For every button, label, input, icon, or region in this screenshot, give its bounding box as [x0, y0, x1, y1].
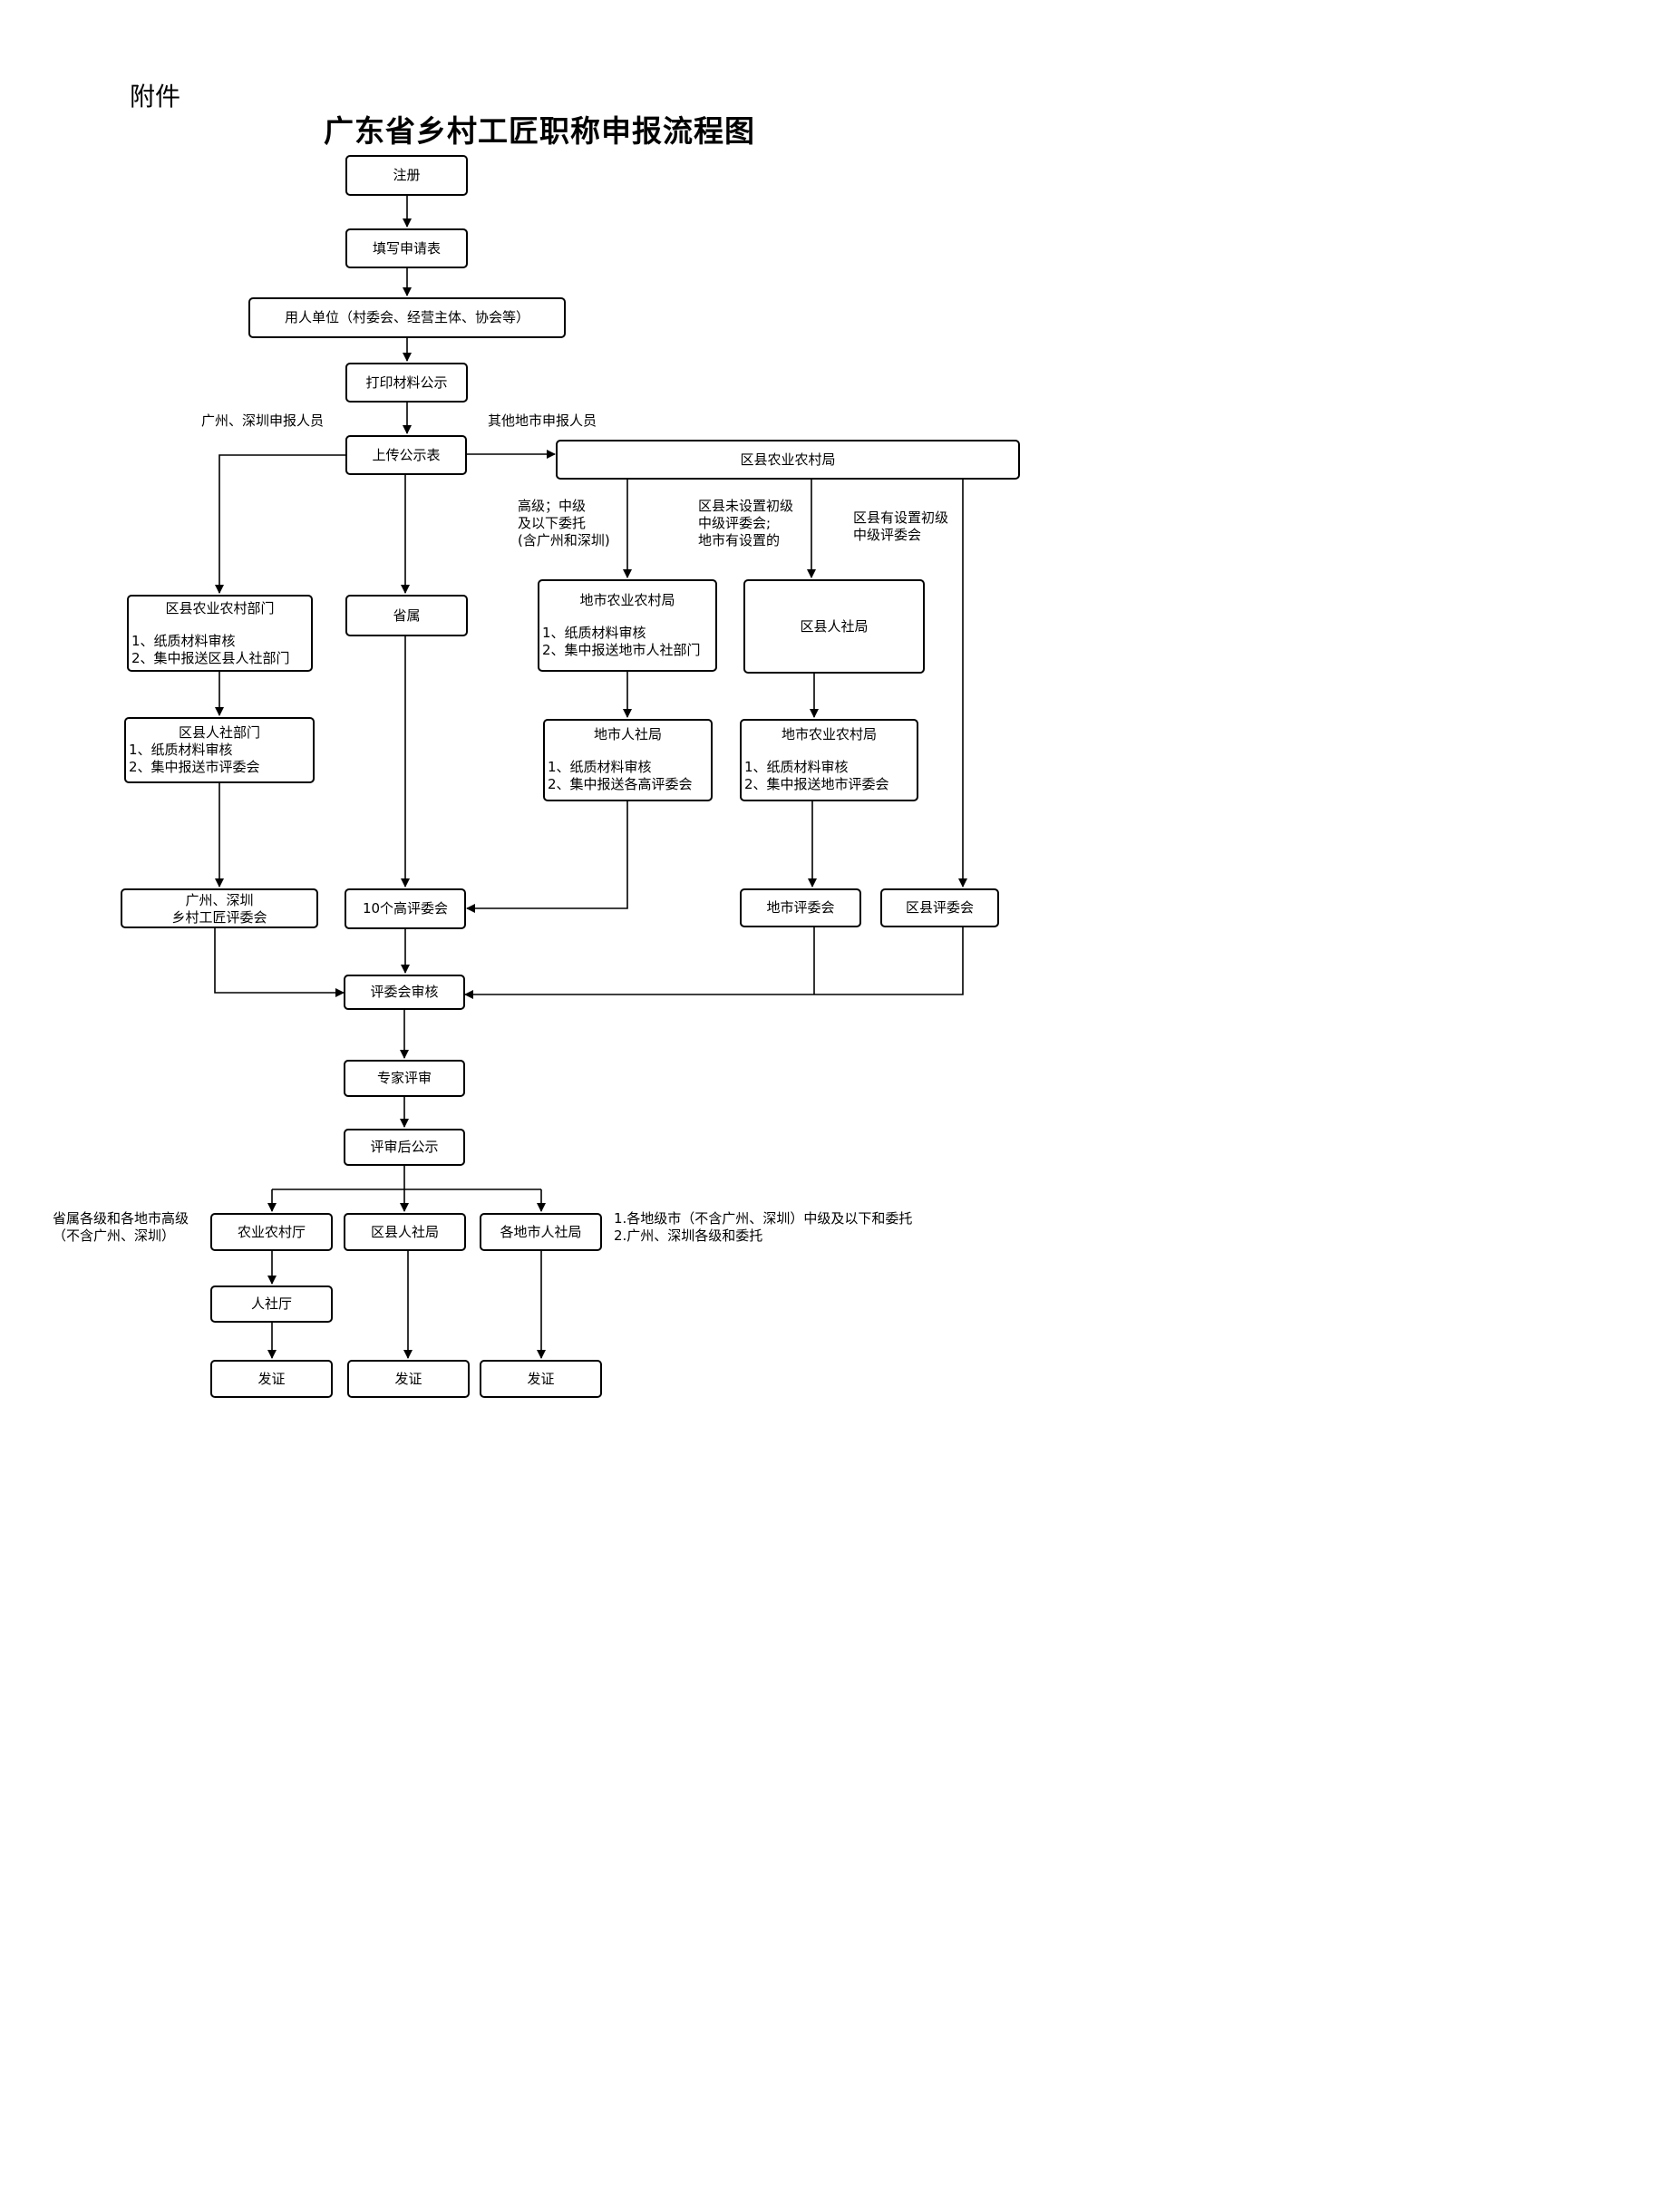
arrow-county-committee-to-review [464, 927, 964, 999]
node-ten-committees: 10个高评委会 [345, 888, 466, 929]
node-county-hr-dept-title: 区县人社部门 [178, 724, 260, 741]
node-city-hr-bureaus: 各地市人社局 [480, 1213, 602, 1251]
page-label: 附件 [130, 82, 181, 112]
label-county-has-committee-line1: 区县有设置初级 [853, 509, 949, 526]
node-county-agri-dept: 区县农业农村部门 1、纸质材料审核 2、集中报送区县人社部门 [127, 595, 313, 672]
arrow-upload-to-county-agri-dept [215, 454, 345, 594]
node-expert-review: 专家评审 [344, 1060, 465, 1097]
node-county-hr-dept-line1: 1、纸质材料审核 [129, 742, 233, 758]
label-gz-sz-applicants: 广州、深圳申报人员 [201, 412, 325, 429]
label-high-mid-line2: 及以下委托 [518, 515, 587, 531]
node-city-agri-bureau-a-line1: 1、纸质材料审核 [542, 625, 646, 641]
node-county-hr-dept: 区县人社部门 1、纸质材料审核 2、集中报送市评委会 [124, 717, 315, 783]
label-county-no-committee-line1: 区县未设置初级 [698, 498, 794, 514]
node-county-committee: 区县评委会 [880, 888, 999, 927]
node-county-agri-dept-line1: 1、纸质材料审核 [131, 633, 236, 649]
node-cert-2: 发证 [347, 1360, 470, 1398]
node-register: 注册 [345, 155, 468, 196]
label-provincial-note-line1: 省属各级和各地市高级 [53, 1210, 189, 1227]
node-print-notice: 打印材料公示 [345, 363, 468, 403]
node-agri-dept: 农业农村厅 [210, 1213, 333, 1251]
arrow-gzsz-to-review [214, 928, 345, 997]
node-city-hr-bureau-line1: 1、纸质材料审核 [548, 759, 652, 775]
node-employer: 用人单位（村委会、经营主体、协会等） [248, 297, 566, 338]
label-county-no-committee-line3: 地市有设置的 [698, 532, 781, 548]
node-post-notice: 评审后公示 [344, 1129, 465, 1166]
node-fill-form: 填写申请表 [345, 228, 468, 268]
label-provincial-note: 省属各级和各地市高级 （不含广州、深圳） [53, 1210, 189, 1245]
page-title: 广东省乡村工匠职称申报流程图 [324, 113, 755, 149]
label-county-no-committee-line2: 中级评委会; [698, 515, 772, 531]
node-gz-sz-committee: 广州、深圳 乡村工匠评委会 [121, 888, 318, 928]
node-county-hr-bureau-2: 区县人社局 [344, 1213, 466, 1251]
node-county-hr-bureau: 区县人社局 [743, 579, 925, 674]
node-city-agri-bureau-a-line2: 2、集中报送地市人社部门 [542, 642, 701, 658]
node-upload: 上传公示表 [345, 435, 467, 475]
label-county-has-committee-line2: 中级评委会 [853, 527, 922, 543]
label-high-mid-line1: 高级；中级 [518, 498, 587, 514]
arrow-city-hr-to-ten-committees [466, 801, 628, 913]
node-city-hr-bureau: 地市人社局 1、纸质材料审核 2、集中报送各高评委会 [543, 719, 713, 801]
flowchart-connectors [214, 196, 967, 1359]
label-high-mid: 高级；中级 及以下委托 (含广州和深圳) [518, 498, 610, 549]
node-gz-sz-committee-line1: 广州、深圳 [185, 892, 254, 908]
node-city-agri-bureau-b-line2: 2、集中报送地市评委会 [744, 776, 889, 792]
node-gz-sz-committee-line2: 乡村工匠评委会 [171, 909, 267, 926]
label-other-city-applicants: 其他地市申报人员 [488, 412, 597, 429]
node-committee-review: 评委会审核 [344, 975, 465, 1010]
node-county-hr-dept-line2: 2、集中报送市评委会 [129, 759, 260, 775]
node-county-agri-dept-title: 区县农业农村部门 [165, 600, 275, 616]
node-city-agri-bureau-b: 地市农业农村局 1、纸质材料审核 2、集中报送地市评委会 [740, 719, 918, 801]
node-city-agri-bureau-b-title: 地市农业农村局 [781, 726, 877, 742]
label-high-mid-line3: (含广州和深圳) [518, 532, 610, 548]
node-city-agri-bureau-a-title: 地市农业农村局 [579, 592, 675, 608]
node-hr-dept: 人社厅 [210, 1285, 333, 1323]
node-city-hr-bureau-title: 地市人社局 [593, 726, 662, 742]
label-city-note-line1: 1.各地级市（不含广州、深圳）中级及以下和委托 [614, 1210, 913, 1227]
node-cert-1: 发证 [210, 1360, 333, 1398]
node-city-committee: 地市评委会 [740, 888, 861, 927]
node-cert-3: 发证 [480, 1360, 602, 1398]
label-city-note-line2: 2.广州、深圳各级和委托 [614, 1227, 763, 1244]
node-city-agri-bureau-b-line1: 1、纸质材料审核 [744, 759, 849, 775]
label-provincial-note-line2: （不含广州、深圳） [53, 1227, 176, 1244]
label-county-no-committee: 区县未设置初级 中级评委会; 地市有设置的 [698, 498, 793, 549]
node-city-agri-bureau-a: 地市农业农村局 1、纸质材料审核 2、集中报送地市人社部门 [538, 579, 717, 672]
label-city-note: 1.各地级市（不含广州、深圳）中级及以下和委托 2.广州、深圳各级和委托 [614, 1210, 912, 1245]
label-county-has-committee: 区县有设置初级 中级评委会 [853, 509, 948, 544]
node-provincial: 省属 [345, 595, 468, 636]
node-city-hr-bureau-line2: 2、集中报送各高评委会 [548, 776, 693, 792]
node-county-agri-bureau: 区县农业农村局 [556, 440, 1020, 480]
node-county-agri-dept-line2: 2、集中报送区县人社部门 [131, 650, 290, 666]
